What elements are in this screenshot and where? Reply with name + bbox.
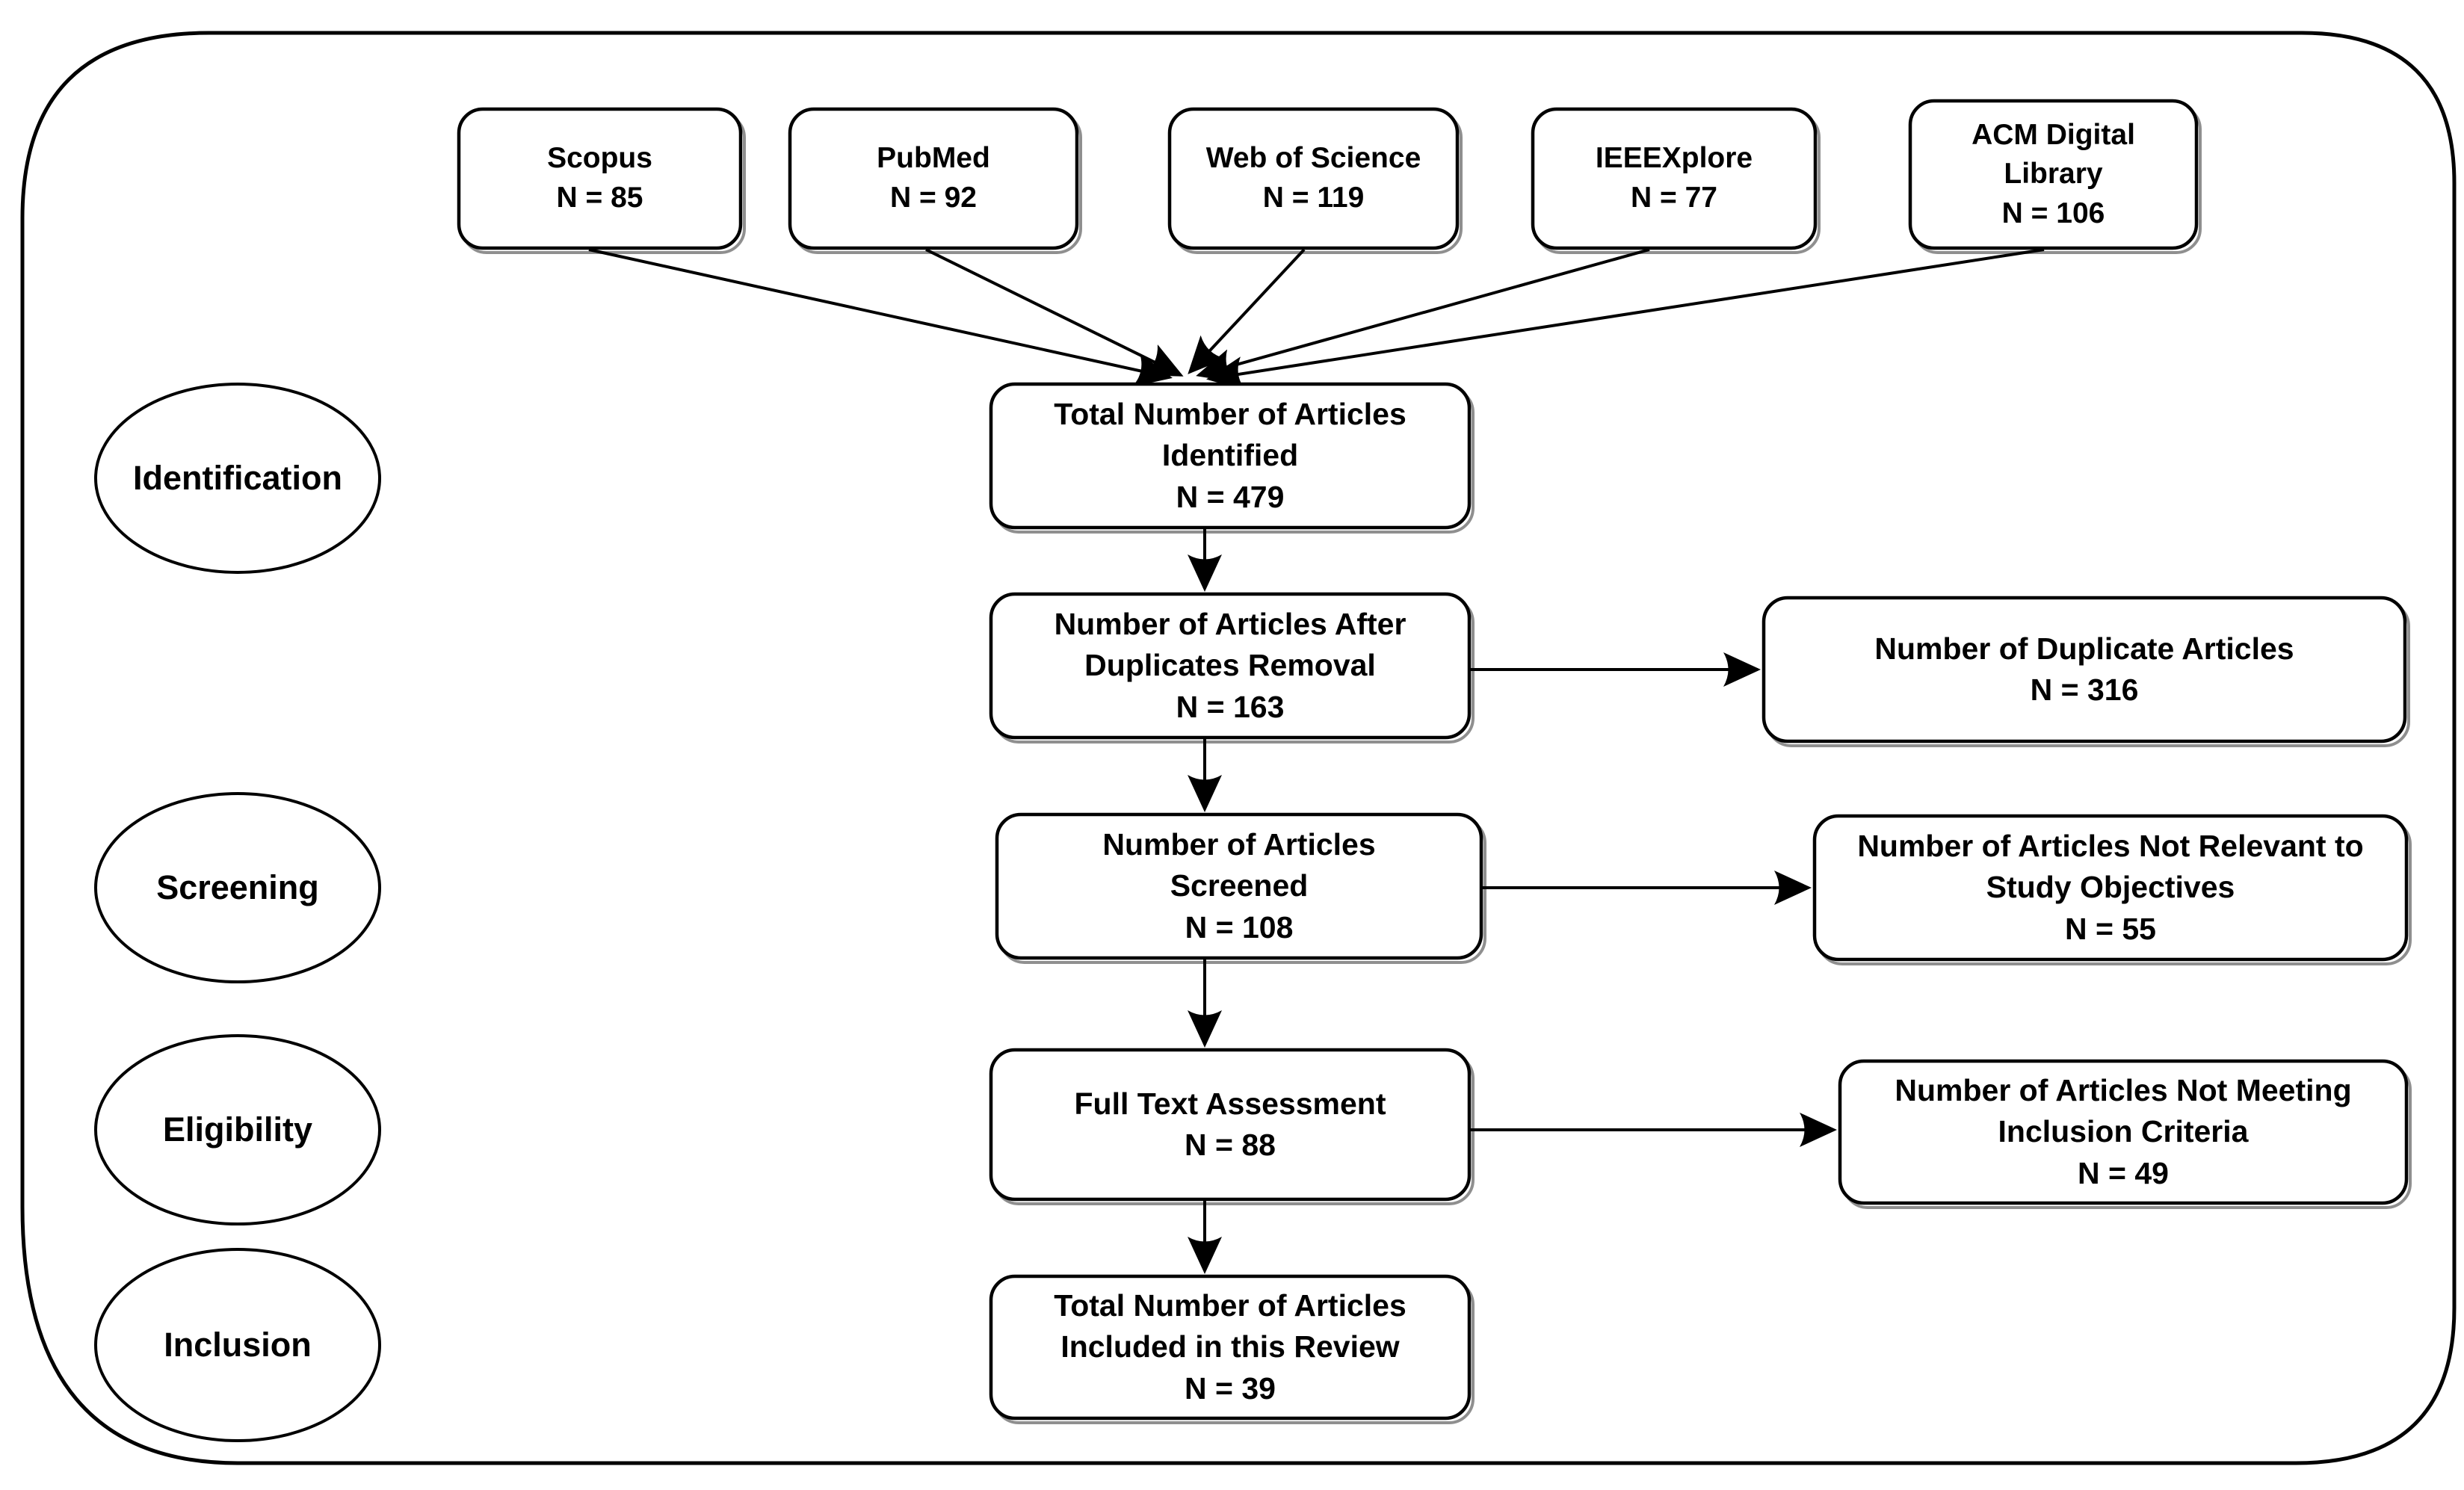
- label-line: Number of Articles After: [1054, 606, 1407, 641]
- source-box-pubmed-outline: [788, 107, 1079, 250]
- arrow-ieee-to-identified: [1196, 248, 1650, 383]
- label-line: Total Number of Articles: [1054, 396, 1407, 431]
- source-box-acm-digital-library: ACM Digital Library N = 106: [1910, 101, 2196, 248]
- exclusion-box-duplicates-outline: [1761, 596, 2407, 744]
- source-box-web-of-science: Web of Science N = 119: [1170, 109, 1457, 248]
- flow-box-included-outline: [989, 1274, 1472, 1421]
- exclusion-arrows: [1469, 652, 1837, 1147]
- stage-ellipse-identification: [94, 383, 381, 574]
- label-line: N = 92: [890, 182, 977, 214]
- label-line: N = 88: [1185, 1128, 1276, 1162]
- label-line: Screened: [1170, 868, 1309, 903]
- stage-label-identification: Identification: [96, 384, 380, 572]
- label-line: Duplicates Removal: [1084, 648, 1376, 683]
- exclusion-box-duplicate-articles: Number of Duplicate Articles N = 316: [1764, 598, 2405, 741]
- source-box-ieee-outline: [1531, 107, 1818, 250]
- source-box-acm-outline: [1908, 99, 2199, 250]
- stage-ellipse-screening: [94, 792, 381, 983]
- label-line: Study Objectives: [1986, 870, 2235, 905]
- exclusion-box-notrelevant-outline: [1812, 814, 2409, 962]
- flow-box-after-duplicates-removal: Number of Articles After Duplicates Remo…: [991, 594, 1469, 738]
- label-line: Number of Articles Not Meeting: [1895, 1072, 2352, 1107]
- flow-box-full-text-assessment: Full Text Assessment N = 88: [991, 1050, 1469, 1199]
- label-line: N = 85: [556, 182, 643, 214]
- label-line: Eligibility: [162, 1110, 313, 1149]
- stage-ellipse-eligibility: [94, 1034, 381, 1225]
- flow-box-included-in-review: Total Number of Articles Included in thi…: [991, 1276, 1469, 1418]
- exclusion-box-not-meeting-criteria: Number of Articles Not Meeting Inclusion…: [1840, 1061, 2406, 1203]
- label-line: PubMed: [877, 142, 990, 175]
- label-line: Screening: [156, 868, 319, 906]
- label-line: Number of Duplicate Articles: [1874, 631, 2294, 666]
- exclusion-box-not-relevant: Number of Articles Not Relevant to Study…: [1815, 816, 2406, 959]
- label-line: N = 163: [1176, 689, 1285, 724]
- label-line: Identification: [133, 458, 342, 497]
- source-box-pubmed: PubMed N = 92: [790, 109, 1077, 248]
- label-line: Full Text Assessment: [1074, 1086, 1386, 1121]
- label-line: Number of Articles: [1102, 826, 1376, 862]
- label-line: Web of Science: [1205, 142, 1421, 175]
- arrow-acm-to-identified: [1206, 248, 2045, 391]
- label-line: IEEEXplore: [1595, 142, 1753, 175]
- label-line: N = 106: [2001, 197, 2105, 229]
- label-line: Scopus: [547, 142, 652, 175]
- flow-box-screened: Number of Articles Screened N = 108: [997, 814, 1481, 958]
- flow-box-identified-outline: [989, 382, 1472, 530]
- label-line: N = 479: [1176, 479, 1285, 514]
- stage-label-eligibility: Eligibility: [96, 1036, 380, 1224]
- arrow-scopus-to-identified: [588, 248, 1173, 387]
- flow-box-dedup-outline: [989, 592, 1472, 740]
- stage-ellipse-inclusion: [94, 1248, 381, 1442]
- source-box-scopus: Scopus N = 85: [459, 109, 741, 248]
- box-shadows: [461, 104, 2412, 1424]
- flow-box-identified: Total Number of Articles Identified N = …: [991, 384, 1469, 528]
- label-line: Included in this Review: [1060, 1329, 1400, 1364]
- flow-box-fulltext-outline: [989, 1048, 1472, 1202]
- label-line: Library: [2004, 158, 2103, 191]
- label-line: ACM Digital: [1971, 118, 2135, 151]
- stage-ellipses: [94, 383, 381, 1442]
- label-line: N = 119: [1262, 182, 1365, 214]
- fan-arrows: [588, 248, 2045, 391]
- label-line: N = 49: [2078, 1155, 2169, 1190]
- source-box-wos-outline: [1167, 107, 1460, 250]
- arrow-wos-to-identified: [1188, 248, 1306, 374]
- label-line: Number of Articles Not Relevant to: [1857, 828, 2364, 863]
- label-line: Inclusion: [164, 1325, 312, 1364]
- label-line: Inclusion Criteria: [1998, 1114, 2249, 1149]
- label-line: Identified: [1161, 438, 1299, 473]
- arrow-pubmed-to-identified: [925, 248, 1184, 377]
- stage-label-inclusion: Inclusion: [96, 1251, 380, 1439]
- label-line: N = 39: [1185, 1370, 1276, 1406]
- label-line: N = 316: [2030, 673, 2139, 707]
- source-box-ieeexplore: IEEEXplore N = 77: [1533, 109, 1815, 248]
- box-outlines: [457, 99, 2409, 1421]
- flow-box-screened-outline: [995, 812, 1483, 960]
- label-line: N = 77: [1631, 182, 1717, 214]
- source-box-scopus-outline: [457, 107, 743, 250]
- label-line: N = 55: [2065, 911, 2156, 946]
- label-line: N = 108: [1185, 909, 1294, 945]
- label-line: Total Number of Articles: [1054, 1287, 1407, 1323]
- outer-frame: [20, 31, 2457, 1465]
- stage-label-screening: Screening: [96, 794, 380, 982]
- exclusion-box-notmeeting-outline: [1838, 1059, 2409, 1205]
